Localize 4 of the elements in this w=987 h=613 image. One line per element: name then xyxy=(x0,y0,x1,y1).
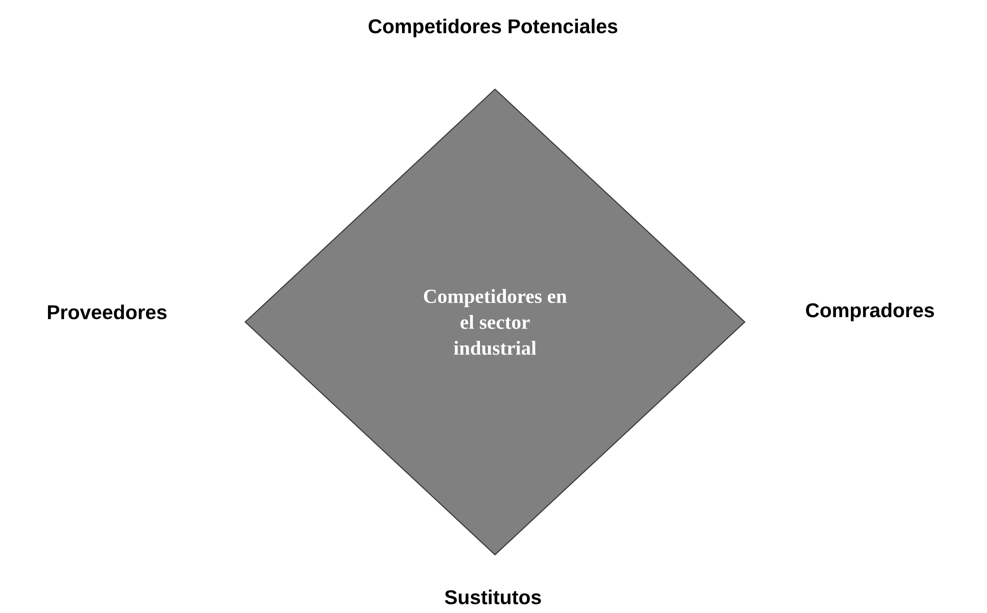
label: Compradores xyxy=(806,302,934,322)
label: Proveedores xyxy=(48,304,167,320)
label: Sustitutos xyxy=(444,590,541,604)
label: Competidores Potenciales xyxy=(368,18,618,38)
